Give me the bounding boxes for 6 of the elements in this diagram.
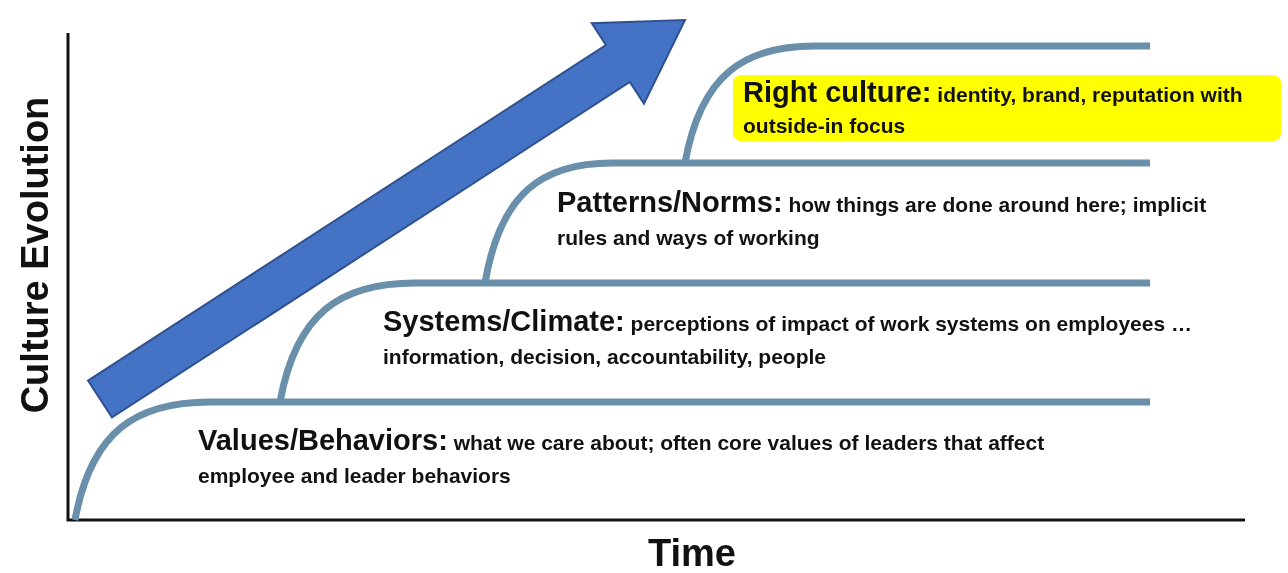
- stage-description: Systems/Climate: perceptions of impact of work systems on employees … information, decision, accountability, people: [383, 305, 1193, 370]
- stage-description: Right culture: identity, brand, reputation with outside-in focus: [743, 77, 1244, 139]
- stage-description: Patterns/Norms: how things are done around here; implicit rules and ways of working: [557, 186, 1208, 251]
- stage-description: Values/Behaviors: what we care about; often core values of leaders that affect employee and leader behaviors: [198, 424, 1046, 489]
- axis-title: Time: [648, 533, 736, 573]
- axis-title: Culture Evolution: [15, 96, 55, 414]
